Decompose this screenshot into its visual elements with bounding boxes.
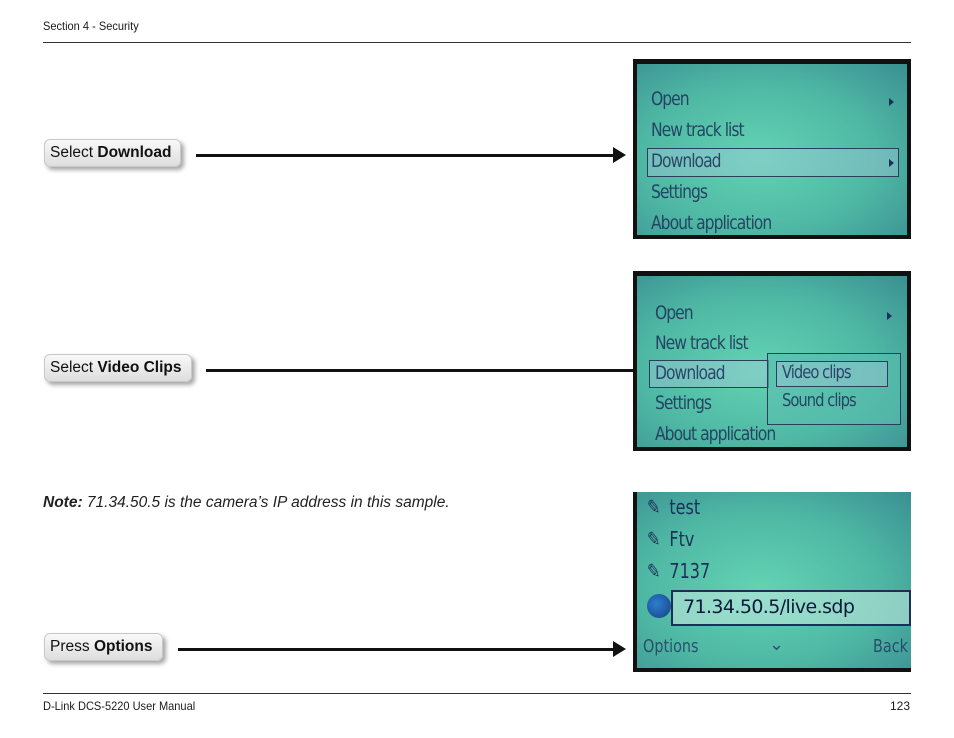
- bookmark-label: 7137: [669, 559, 711, 583]
- download-submenu: Video clips Sound clips: [767, 353, 901, 425]
- bookmark-row[interactable]: ✎ Ftv: [647, 527, 694, 551]
- submenu-selection: [776, 361, 888, 387]
- callout-press-options: Press Options: [44, 633, 163, 661]
- submenu-arrow-icon: [887, 312, 892, 320]
- arrow-right-icon: [196, 147, 626, 163]
- submenu-arrow-icon: [889, 98, 894, 106]
- note-label: Note:: [43, 494, 83, 511]
- url-entry[interactable]: 71.34.50.5/live.sdp: [671, 590, 911, 626]
- pin-icon: ✎: [647, 559, 661, 583]
- page-number: 123: [889, 699, 910, 713]
- menu-item-about-application[interactable]: About application: [655, 423, 776, 445]
- submenu-item-video-clips[interactable]: Video clips: [782, 362, 852, 383]
- menu-item-new-track-list[interactable]: New track list: [651, 119, 745, 141]
- menu-item-open[interactable]: Open: [655, 302, 694, 324]
- callout-emphasis: Options: [93, 638, 153, 655]
- bookmark-label: Ftv: [669, 527, 695, 551]
- selection-highlight: [649, 360, 769, 388]
- softkey-back[interactable]: Back: [873, 636, 908, 657]
- url-text: 71.34.50.5/live.sdp: [683, 596, 855, 618]
- selection-highlight: [647, 148, 899, 177]
- footer-rule: [43, 693, 911, 694]
- menu-item-settings[interactable]: Settings: [651, 181, 708, 203]
- submenu-item-sound-clips[interactable]: Sound clips: [782, 390, 857, 411]
- menu-item-open[interactable]: Open: [651, 88, 690, 110]
- section-header: Section 4 - Security: [43, 19, 139, 33]
- callout-prefix: Press: [50, 638, 94, 655]
- menu-item-new-track-list[interactable]: New track list: [655, 332, 749, 354]
- header-rule: [43, 42, 911, 43]
- phone-screen-bookmarks: ✎ test ✎ Ftv ✎ 7137 71.34.50.5/live.sdp Opt…: [633, 492, 911, 672]
- bookmark-row[interactable]: ✎ test: [647, 495, 700, 519]
- menu-item-download[interactable]: Download: [651, 150, 722, 172]
- pin-icon: ✎: [647, 495, 661, 519]
- footer-manual-title: D-Link DCS-5220 User Manual: [43, 699, 196, 713]
- submenu-arrow-icon: [889, 159, 894, 167]
- menu-item-about-application[interactable]: About application: [651, 212, 772, 234]
- softkey-options[interactable]: Options: [643, 636, 699, 657]
- pin-icon: ✎: [647, 527, 661, 551]
- callout-select-video-clips: Select Video Clips: [44, 354, 192, 382]
- arrow-right-icon: [178, 641, 626, 657]
- callout-prefix: Select: [50, 144, 98, 161]
- phone-screen-menu: Open New track list Download Settings Ab…: [633, 59, 911, 239]
- menu-item-settings[interactable]: Settings: [655, 392, 712, 414]
- note-text: Note: 71.34.50.5 is the camera’s IP addr…: [43, 494, 450, 512]
- bookmark-row[interactable]: ✎ 7137: [647, 559, 710, 583]
- callout-prefix: Select: [50, 359, 98, 376]
- globe-icon: [647, 594, 671, 618]
- bookmark-label: test: [669, 495, 701, 519]
- callout-select-download: Select Download: [44, 139, 182, 167]
- note-body: 71.34.50.5 is the camera’s IP address in…: [82, 494, 450, 511]
- phone-screen-submenu: Open New track list Download Settings Ab…: [633, 271, 911, 451]
- menu-item-download[interactable]: Download: [655, 362, 726, 384]
- chevron-down-icon: ⌄: [769, 634, 785, 655]
- callout-emphasis: Video Clips: [97, 359, 182, 376]
- callout-emphasis: Download: [97, 144, 172, 161]
